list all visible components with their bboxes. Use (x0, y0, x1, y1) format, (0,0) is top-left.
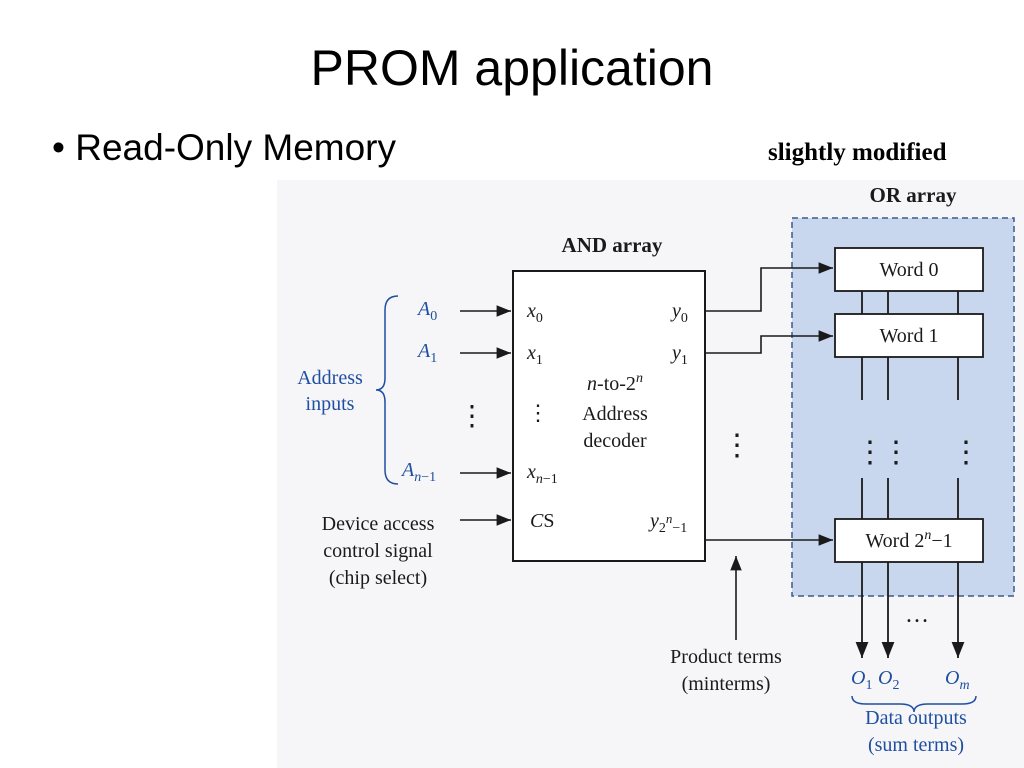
address-inputs-label-line1: Address (297, 367, 363, 389)
word-1-label: Word 1 (880, 325, 939, 347)
arrow-y0-word0 (705, 262, 833, 312)
address-inputs-label-line2: inputs (306, 393, 355, 415)
or-ellipsis-col3: ⋮ (951, 436, 981, 469)
decoder-inputs-ellipsis: ⋮ (527, 400, 549, 425)
decoder-outputs-ellipsis: ⋮ (722, 429, 752, 462)
address-decoder-box (512, 270, 706, 562)
or-ellipsis-col2: ⋮ (881, 436, 911, 469)
bullet-marker: • (52, 127, 65, 168)
address-inputs-brace (375, 295, 399, 485)
word-0-box (834, 247, 984, 292)
arrow-y1-word1 (705, 330, 833, 354)
or-ellipsis-col1: ⋮ (855, 436, 885, 469)
note-slightly-modified: slightly modified (768, 139, 947, 166)
word-1-box (834, 313, 984, 358)
data-outputs-brace (851, 695, 977, 713)
data-outputs-label-line2: (sum terms) (868, 734, 964, 756)
data-outputs-label-line1: Data outputs (865, 707, 967, 729)
page-title: PROM application (310, 40, 714, 96)
decoder-input-cs: CS (530, 510, 554, 532)
device-access-label-line2: control signal (323, 540, 433, 562)
address-inputs-ellipsis: ⋮ (458, 401, 486, 432)
word-last-box (834, 518, 984, 563)
decoder-address-label: Address (582, 403, 648, 425)
device-access-label-line3: (chip select) (329, 567, 427, 589)
word-last-label: Word 2n−1 (865, 528, 952, 552)
device-access-label-line1: Device access (322, 513, 435, 535)
bullet-text: Read-Only Memory (75, 127, 397, 168)
product-terms-label-line2: (minterms) (682, 673, 771, 695)
or-array-label: OR array (870, 183, 957, 207)
word-0-label: Word 0 (880, 259, 939, 281)
bullet-read-only-memory: • Read-Only Memory (52, 127, 396, 169)
outputs-ellipsis: … (905, 602, 929, 628)
product-terms-label-line1: Product terms (670, 646, 782, 668)
and-array-label: AND array (562, 233, 663, 257)
decoder-decoder-label: decoder (583, 430, 647, 452)
or-bit-lines (861, 291, 959, 519)
decoder-type-label: n-to-2n (587, 371, 643, 395)
